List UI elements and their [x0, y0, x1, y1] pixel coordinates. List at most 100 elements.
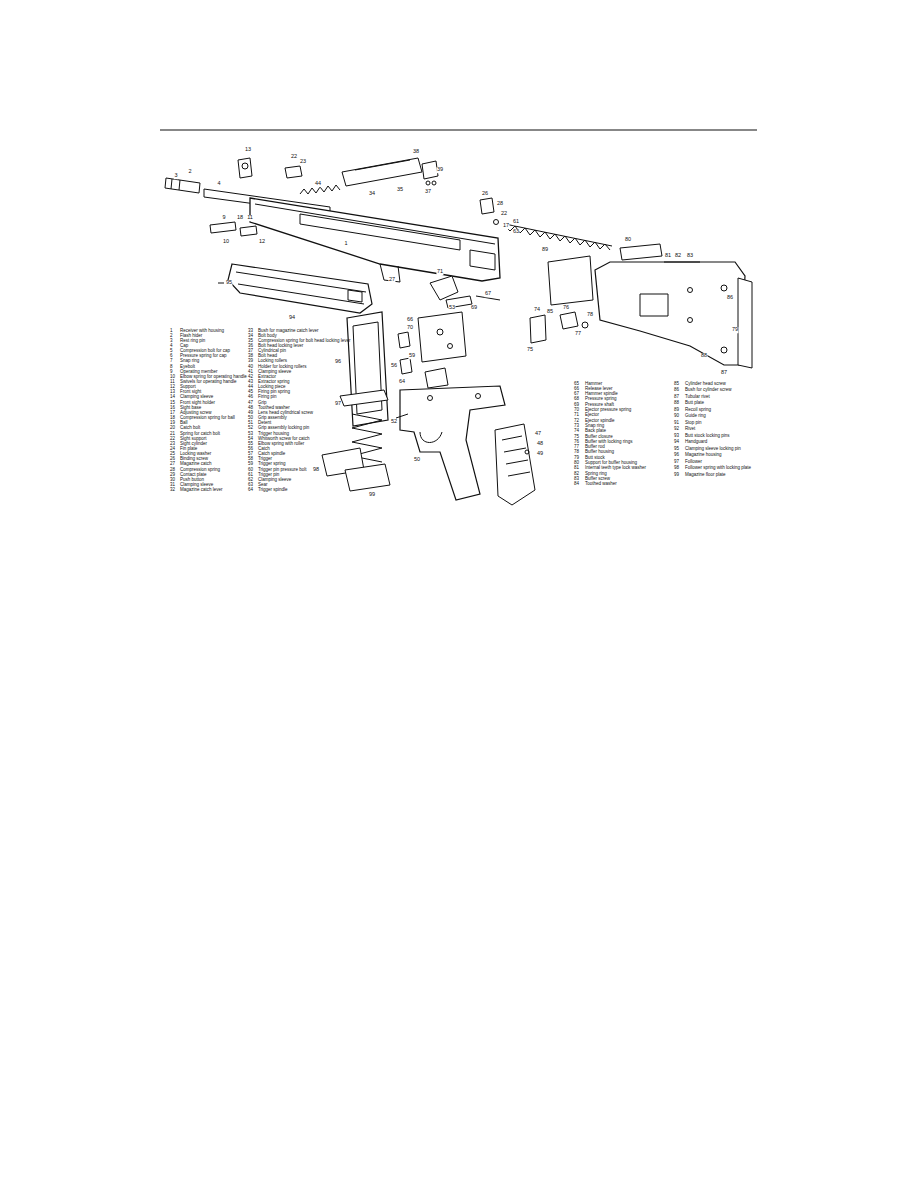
callout-number: 76	[562, 305, 569, 311]
part-name: Catch spindle	[258, 452, 285, 457]
part-name: Cylindrical pin	[258, 349, 286, 354]
part-name: Clamping sleeve locking pin	[685, 447, 741, 452]
part-number: 31	[170, 483, 175, 488]
part-number: 4	[170, 344, 173, 349]
part-name: Sear	[258, 483, 268, 488]
callout-number: 99	[368, 492, 375, 498]
callout-number: 47	[534, 431, 541, 437]
part-number: 60	[248, 468, 253, 473]
callout-number: 89	[541, 247, 548, 253]
part-number: 64	[248, 488, 253, 493]
part-number: 27	[170, 462, 175, 467]
part-number: 55	[248, 442, 253, 447]
part-name: Snap ring	[585, 424, 604, 429]
callout-number: 22	[290, 154, 297, 160]
part-name: Trigger pin pressure bolt	[258, 468, 307, 473]
callout-number: 37	[424, 189, 431, 195]
part-name: Hammer spindle	[585, 392, 618, 397]
part-number: 37	[248, 349, 253, 354]
part-number: 11	[170, 380, 175, 385]
part-number: 67	[574, 392, 579, 397]
part-name: Recoil spring	[685, 408, 711, 413]
part-number: 34	[248, 334, 253, 339]
part-number: 59	[248, 462, 253, 467]
part-number: 26	[170, 457, 175, 462]
callout-number: 52	[390, 419, 397, 425]
part-name: Pressure spring for cap	[180, 354, 227, 359]
part-name: Butt stock	[585, 456, 605, 461]
part-name: Operating member	[180, 370, 218, 375]
part-name: Snap ring	[180, 359, 199, 364]
part-name: Catch bolt	[180, 426, 200, 431]
callout-number: 18	[236, 215, 243, 221]
part-number: 28	[170, 468, 175, 473]
part-name: Bolt head	[258, 354, 277, 359]
part-name: Toothed washer	[258, 406, 290, 411]
part-number: 82	[574, 472, 579, 477]
part-number: 83	[574, 477, 579, 482]
part-number: 90	[674, 414, 679, 419]
part-name: Push button	[180, 478, 204, 483]
callout-number: 86	[726, 295, 733, 301]
part-name: Compression bolt for cap	[180, 349, 230, 354]
callout-number: 63	[512, 229, 519, 235]
part-number: 7	[170, 359, 173, 364]
callout-number: 81	[664, 253, 671, 259]
part-name: Adjusting screw	[180, 411, 212, 416]
part-number: 35	[248, 339, 253, 344]
callout-number: 80	[624, 237, 631, 243]
callout-number: 4	[217, 181, 221, 187]
part-number: 16	[170, 406, 175, 411]
callout-number: 23	[299, 159, 306, 165]
part-number: 92	[674, 427, 679, 432]
part-number: 52	[248, 426, 253, 431]
part-number: 32	[170, 488, 175, 493]
callout-number: 71	[436, 269, 443, 275]
part-name: Trigger pin	[258, 473, 279, 478]
part-number: 80	[574, 461, 579, 466]
part-number: 72	[574, 419, 579, 424]
part-number: 18	[170, 416, 175, 421]
part-number: 51	[248, 421, 253, 426]
part-number: 44	[248, 385, 253, 390]
callout-number: 94	[288, 315, 295, 321]
part-name: Compression spring for bolt head locking…	[258, 339, 351, 344]
part-number: 87	[674, 395, 679, 400]
part-name: Compression spring for ball	[180, 416, 235, 421]
part-name: Buffer screw	[585, 477, 610, 482]
part-name: Handguard	[685, 440, 707, 445]
part-name: Ejector pressure spring	[585, 408, 631, 413]
part-number: 93	[674, 434, 679, 439]
part-name: Ball	[180, 421, 188, 426]
part-number: 56	[248, 447, 253, 452]
part-name: Tubular rivet	[685, 395, 710, 400]
part-number: 66	[574, 387, 579, 392]
part-number: 61	[248, 473, 253, 478]
callout-number: 95	[225, 280, 232, 286]
part-number: 8	[170, 365, 173, 370]
part-name: Magazine catch lever	[180, 488, 223, 493]
callout-number: 97	[334, 401, 341, 407]
part-number: 22	[170, 437, 175, 442]
callout-number: 38	[412, 149, 419, 155]
part-name: Elbow spring for operating handle	[180, 375, 247, 380]
part-name: Pressure shaft	[585, 403, 614, 408]
part-number: 25	[170, 452, 175, 457]
part-number: 73	[574, 424, 579, 429]
callout-number: 27	[388, 277, 395, 283]
part-number: 45	[248, 390, 253, 395]
part-name: Lens head cylindrical screw	[258, 411, 313, 416]
callout-number: 75	[526, 347, 533, 353]
part-number: 41	[248, 370, 253, 375]
part-name: Grip assembly locking pin	[258, 426, 309, 431]
part-name: Clamping sleeve	[258, 478, 291, 483]
part-number: 46	[248, 395, 253, 400]
part-name: Extractor	[258, 375, 276, 380]
part-name: Support for buffer housing	[585, 461, 637, 466]
part-name: Buffer rod	[585, 445, 605, 450]
callout-number: 1	[344, 241, 348, 247]
part-number: 74	[574, 429, 579, 434]
callout-number: 53	[448, 305, 455, 311]
part-number: 71	[574, 413, 579, 418]
part-name: Clamping sleeve	[258, 370, 291, 375]
